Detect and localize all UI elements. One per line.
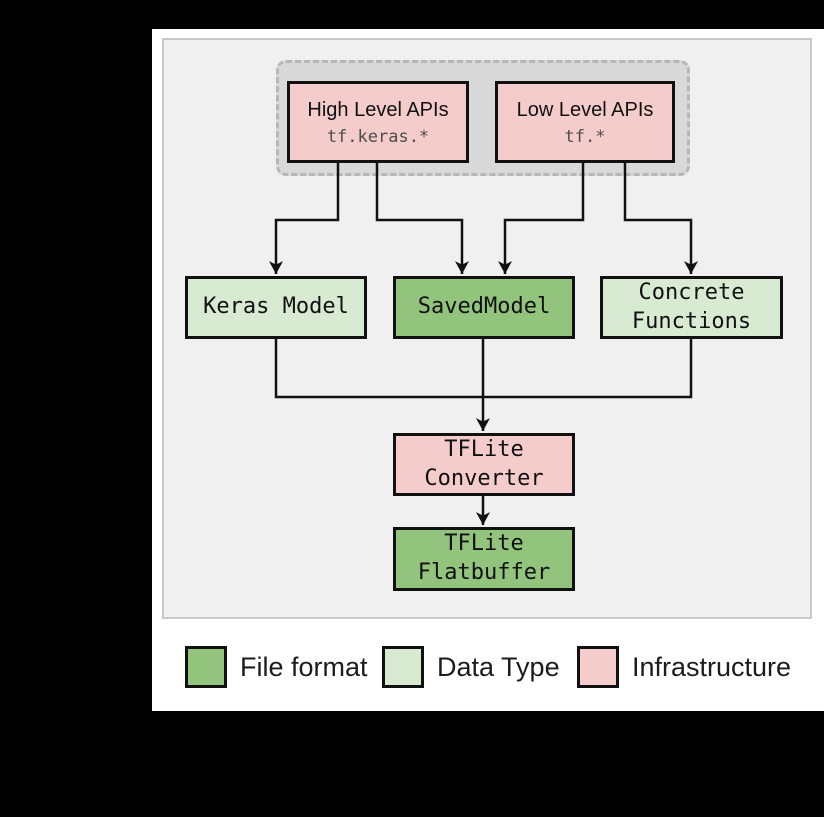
legend-label: Infrastructure xyxy=(632,651,792,682)
edge-high-to-keras xyxy=(269,163,340,274)
infrastructure-swatch xyxy=(577,646,619,688)
node-label: TFLite Flatbuffer xyxy=(417,531,551,585)
legend-item-infrastructure: Infrastructure xyxy=(577,646,791,688)
node-label: Keras Model xyxy=(203,294,349,320)
node-label: Concrete Functions xyxy=(631,279,752,334)
node-tflite-converter: TFLite Converter xyxy=(393,433,575,496)
node-title: High Level APIs xyxy=(307,98,449,121)
edge-high-to-savedmodel xyxy=(375,163,469,274)
file-format-swatch xyxy=(185,646,227,688)
legend-label: Data Type xyxy=(437,651,560,682)
node-keras-model: Keras Model xyxy=(185,276,367,339)
legend-item-data-type: Data Type xyxy=(382,646,560,688)
legend-label: File format xyxy=(240,651,368,682)
diagram-page: High Level APIs tf.keras.* Low Level API… xyxy=(152,29,824,711)
node-label: SavedModel xyxy=(417,294,551,320)
node-saved-model: SavedModel xyxy=(393,276,575,339)
node-label: TFLite Converter xyxy=(424,436,544,491)
node-code-label: tf.keras.* xyxy=(326,126,430,147)
data-type-swatch xyxy=(382,646,424,688)
node-code-label: tf.* xyxy=(564,126,606,147)
legend-item-file-format: File format xyxy=(185,646,368,688)
node-concrete-functions: Concrete Functions xyxy=(600,276,783,339)
node-low-level-apis: Low Level APIs tf.* xyxy=(495,81,675,163)
edge-low-to-concrete xyxy=(623,163,698,274)
node-high-level-apis: High Level APIs tf.keras.* xyxy=(287,81,469,163)
node-tflite-flatbuffer: TFLite Flatbuffer xyxy=(393,527,575,591)
connector-lines xyxy=(269,163,698,525)
node-title: Low Level APIs xyxy=(516,98,654,121)
edge-low-to-savedmodel xyxy=(498,163,585,274)
